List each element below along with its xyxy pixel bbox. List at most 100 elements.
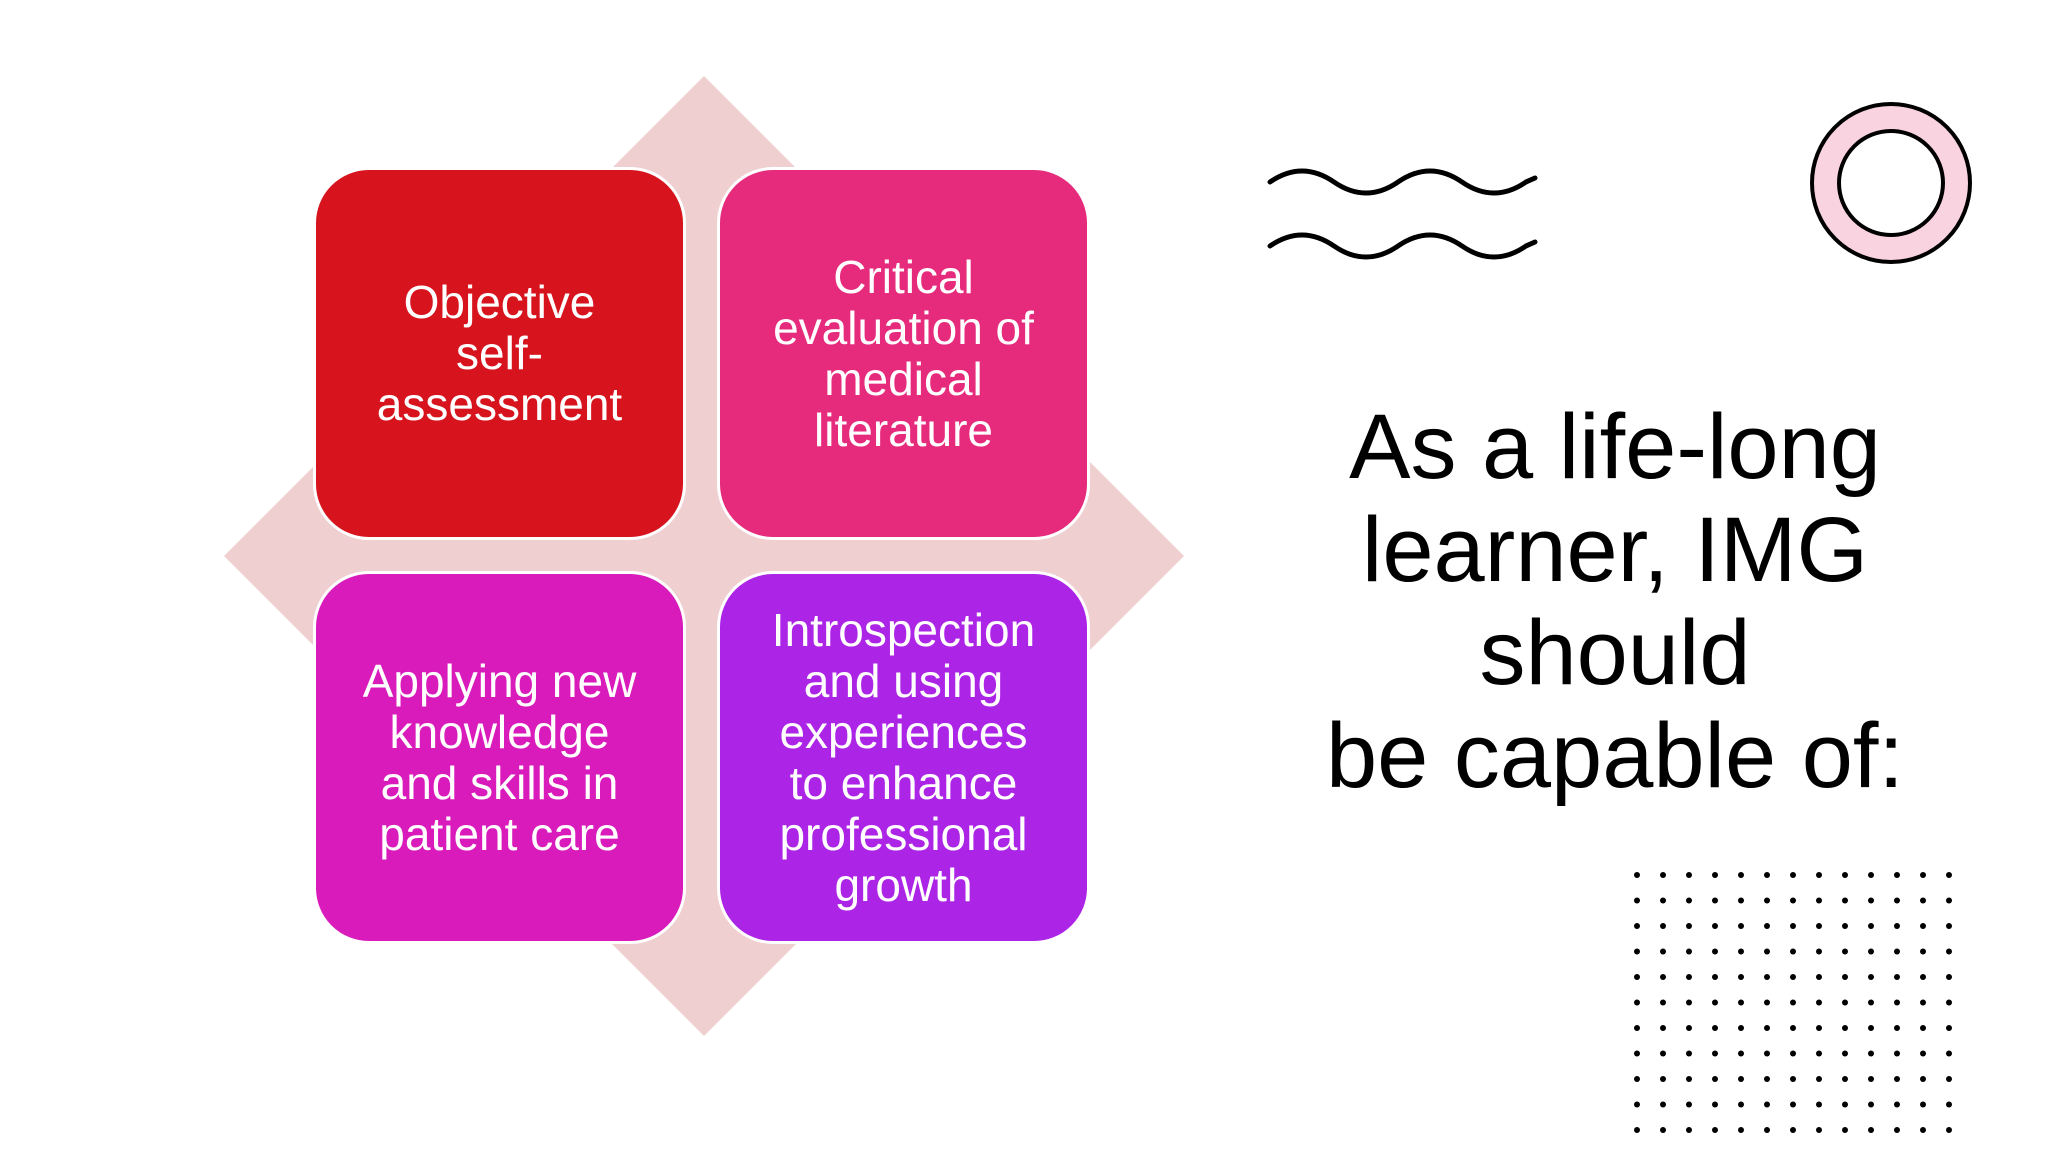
grid-dot [1920, 872, 1926, 878]
card-line: literature [814, 403, 993, 456]
grid-dot [1660, 1101, 1666, 1108]
grid-dot [1634, 923, 1640, 929]
grid-dot [1894, 974, 1900, 980]
grid-dot [1738, 897, 1744, 904]
grid-dot [1660, 948, 1666, 955]
grid-dot [1868, 974, 1874, 980]
grid-dot [1764, 999, 1770, 1006]
grid-dot [1842, 1050, 1848, 1057]
headline-line: As a life-long [1349, 396, 1881, 498]
grid-dot [1946, 1025, 1952, 1031]
grid-dot [1790, 948, 1796, 955]
grid-dot [1790, 872, 1796, 878]
grid-dot [1842, 974, 1848, 980]
grid-dot [1660, 923, 1666, 929]
grid-dot [1790, 1101, 1796, 1108]
grid-dot [1894, 1050, 1900, 1057]
card-line: medical [824, 352, 983, 405]
grid-dot [1764, 1101, 1770, 1108]
grid-dot [1712, 872, 1718, 878]
grid-dot [1764, 1076, 1770, 1082]
grid-dot [1842, 872, 1848, 878]
grid-dot [1894, 923, 1900, 929]
card-line: and using [803, 654, 1004, 707]
grid-dot [1738, 999, 1744, 1006]
grid-dot [1816, 1101, 1822, 1108]
grid-dot [1868, 948, 1874, 955]
grid-dot [1738, 872, 1744, 878]
grid-dot [1920, 1050, 1926, 1057]
grid-dot [1712, 999, 1718, 1006]
grid-dot [1738, 923, 1744, 929]
grid-dot [1686, 999, 1692, 1006]
grid-dot [1946, 948, 1952, 955]
grid-dot [1920, 923, 1926, 929]
grid-dot [1868, 1101, 1874, 1108]
grid-dot [1686, 948, 1692, 955]
card-line: assessment [376, 378, 623, 430]
grid-dot [1920, 1025, 1926, 1031]
grid-dot [1764, 872, 1770, 878]
dot-grid-icon [1634, 872, 1952, 1133]
grid-dot [1868, 1025, 1874, 1031]
grid-dot [1894, 897, 1900, 904]
card-text: Objective self- assessment [377, 277, 622, 430]
card-line: evaluation of [773, 301, 1034, 354]
wave-lines-icon [1267, 168, 1538, 260]
grid-dot [1686, 1101, 1692, 1108]
grid-dot [1868, 999, 1874, 1006]
grid-dot [1842, 999, 1848, 1006]
card-line: to enhance [789, 756, 1018, 809]
grid-dot [1686, 923, 1692, 929]
grid-dot [1920, 1076, 1926, 1082]
grid-dot [1712, 923, 1718, 929]
grid-dot [1842, 1127, 1848, 1133]
grid-dot [1894, 1076, 1900, 1082]
grid-dot [1816, 999, 1822, 1006]
grid-dot [1712, 974, 1718, 980]
grid-dot [1790, 897, 1796, 904]
grid-dot [1816, 948, 1822, 955]
grid-dot [1790, 1127, 1796, 1133]
card-line: Introspection [771, 603, 1036, 656]
grid-dot [1816, 974, 1822, 980]
grid-dot [1946, 872, 1952, 878]
card-line: Critical [833, 250, 974, 303]
grid-dot [1686, 974, 1692, 980]
grid-dot [1894, 948, 1900, 955]
grid-dot [1712, 1076, 1718, 1082]
grid-dot [1894, 1127, 1900, 1133]
grid-dot [1842, 948, 1848, 955]
grid-dot [1842, 923, 1848, 929]
grid-dot [1634, 974, 1640, 980]
card-line: knowledge [389, 705, 610, 758]
grid-dot [1816, 1127, 1822, 1133]
grid-dot [1816, 897, 1822, 904]
card-objective-self-assessment: Objective self- assessment [313, 167, 686, 540]
grid-dot [1634, 1025, 1640, 1031]
grid-dot [1660, 1050, 1666, 1057]
grid-dot [1842, 1101, 1848, 1108]
grid-dot [1790, 923, 1796, 929]
grid-dot [1738, 1127, 1744, 1133]
grid-dot [1946, 923, 1952, 929]
ring-icon [1810, 102, 1972, 264]
grid-dot [1738, 948, 1744, 955]
grid-dot [1634, 1050, 1640, 1057]
grid-dot [1946, 897, 1952, 904]
grid-dot [1894, 1025, 1900, 1031]
grid-dot [1764, 1127, 1770, 1133]
grid-dot [1660, 974, 1666, 980]
grid-dot [1868, 923, 1874, 929]
grid-dot [1920, 974, 1926, 980]
grid-dot [1790, 974, 1796, 980]
grid-dot [1816, 872, 1822, 878]
grid-dot [1660, 1025, 1666, 1031]
grid-dot [1764, 948, 1770, 955]
grid-dot [1868, 1050, 1874, 1057]
grid-dot [1634, 1101, 1640, 1108]
grid-dot [1660, 872, 1666, 878]
grid-dot [1764, 1050, 1770, 1057]
card-line: growth [834, 858, 973, 911]
grid-dot [1738, 1101, 1744, 1108]
